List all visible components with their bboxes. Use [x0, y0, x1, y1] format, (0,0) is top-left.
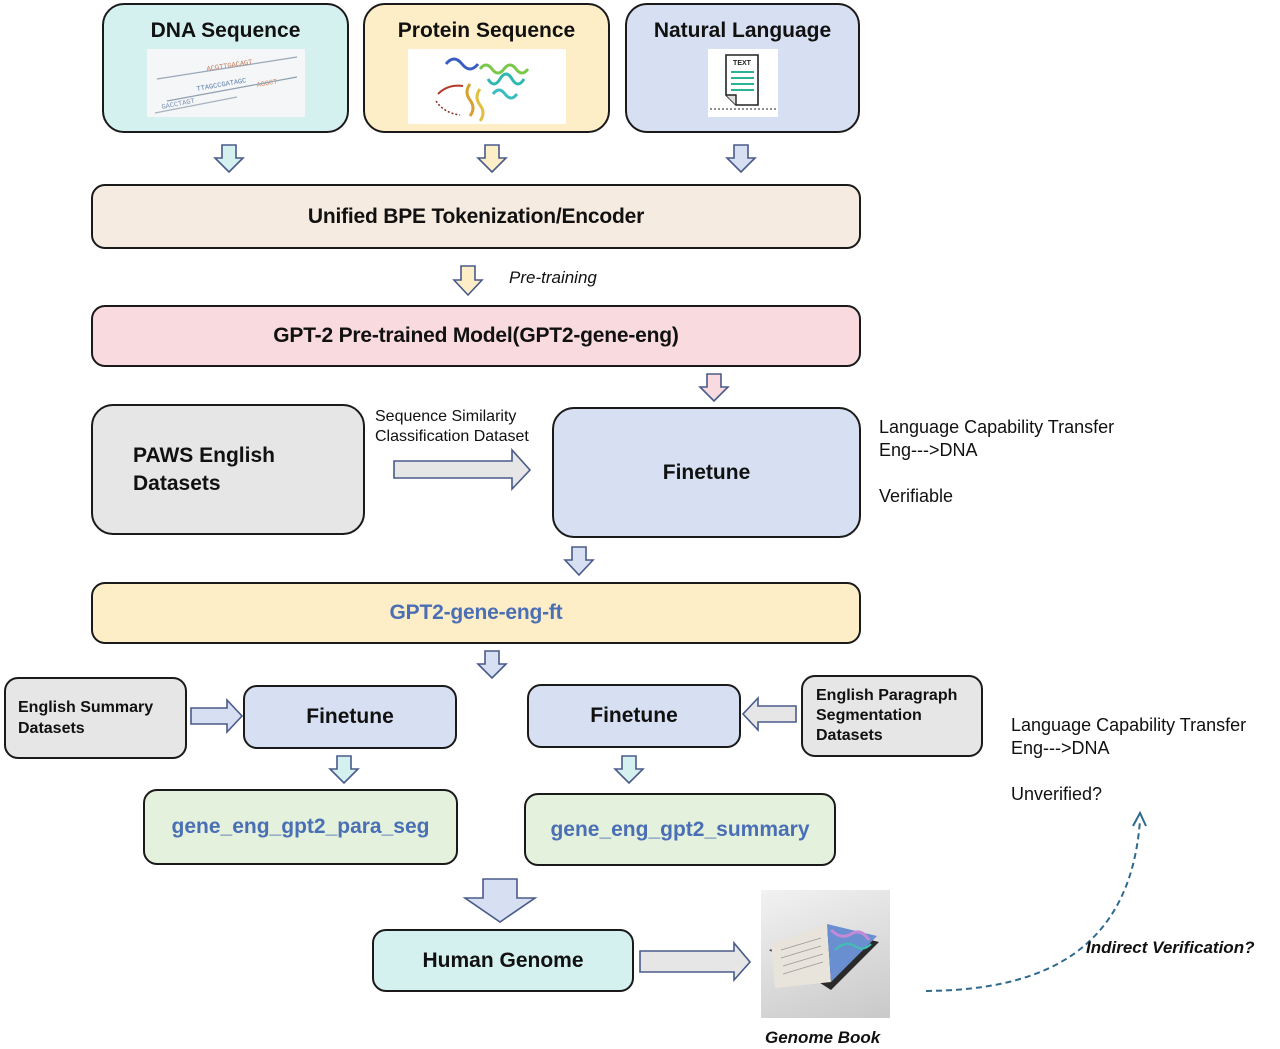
natural-language-box: Natural Language TEXT	[625, 3, 860, 133]
para-datasets-line2: Segmentation	[816, 707, 922, 724]
similarity-dataset-label: Sequence Similarity Classification Datas…	[375, 407, 529, 447]
dna-sequence-image: ACGTTGACAGT TTAGCCGATAGC GACCTAGT AGGCT	[146, 49, 305, 117]
transfer-unverified-note: Language Capability Transfer Eng--->DNA …	[1011, 714, 1246, 806]
dna-sequence-box: DNA Sequence ACGTTGACAGT TTAGCCGATAGC GA…	[102, 3, 349, 133]
arrow-pretraining-down	[452, 265, 484, 297]
finetune-main-label: Finetune	[662, 460, 751, 484]
pretraining-label: Pre-training	[509, 268, 597, 287]
natural-language-label: Natural Language	[653, 19, 832, 42]
para-seg-model-label: gene_eng_gpt2_para_seg	[171, 815, 430, 838]
genome-book-image	[761, 890, 890, 1018]
arrow-natural-down	[725, 144, 757, 174]
protein-sequence-box: Protein Sequence	[363, 3, 610, 133]
pretrained-model-label: GPT-2 Pre-trained Model(GPT2-gene-eng)	[273, 324, 679, 347]
arrow-dna-down	[213, 144, 245, 174]
arrow-genome-to-book	[639, 940, 752, 983]
text-icon-label: TEXT	[733, 60, 752, 67]
arrow-protein-down	[476, 144, 508, 174]
human-genome-box: Human Genome	[372, 929, 634, 992]
svg-text:ACGTTGACAGT: ACGTTGACAGT	[206, 59, 253, 74]
similarity-label-line1: Sequence Similarity	[375, 408, 517, 425]
svg-text:GACCTAGT: GACCTAGT	[161, 98, 196, 112]
transfer-verified-line2: Eng--->DNA	[879, 440, 978, 460]
transfer-verified-line1: Language Capability Transfer	[879, 417, 1115, 437]
arrow-summary-to-finetune	[190, 697, 244, 735]
arrow-para-to-finetune	[741, 695, 797, 733]
arrow-finetune-left-down	[328, 755, 360, 785]
transfer-verified-line3: Verifiable	[879, 486, 954, 506]
similarity-label-line2: Classification Dataset	[375, 428, 529, 445]
transfer-unverified-line3: Unverified?	[1011, 784, 1103, 804]
pretrained-model-box: GPT-2 Pre-trained Model(GPT2-gene-eng)	[91, 305, 861, 367]
protein-structure-image	[407, 49, 566, 124]
arrow-ft-down	[476, 650, 508, 680]
arrow-pretrained-to-finetune	[698, 373, 730, 403]
summary-datasets-line1: English Summary	[18, 699, 154, 716]
finetune-left-box: Finetune	[243, 685, 457, 749]
paws-datasets-box: PAWS English Datasets	[91, 404, 365, 535]
transfer-verified-note: Language Capability Transfer Eng--->DNA …	[879, 416, 1114, 508]
summary-model-box: gene_eng_gpt2_summary	[524, 793, 836, 866]
ft-model-box: GPT2-gene-eng-ft	[91, 582, 861, 644]
protein-sequence-label: Protein Sequence	[397, 19, 576, 42]
para-datasets-line1: English Paragraph	[816, 687, 958, 704]
human-genome-label: Human Genome	[422, 948, 584, 972]
genome-book-label: Genome Book	[765, 1028, 881, 1047]
arrow-finetune-right-down	[613, 755, 645, 785]
tokenizer-label: Unified BPE Tokenization/Encoder	[307, 204, 645, 228]
svg-text:AGGCT: AGGCT	[256, 78, 278, 90]
finetune-right-box: Finetune	[527, 684, 741, 748]
arrow-models-to-genome	[462, 878, 538, 923]
summary-datasets-line2: Datasets	[18, 720, 85, 737]
ft-model-label: GPT2-gene-eng-ft	[389, 601, 563, 624]
para-datasets-box: English Paragraph Segmentation Datasets	[801, 675, 983, 757]
tokenizer-box: Unified BPE Tokenization/Encoder	[91, 184, 861, 249]
text-document-icon: TEXT	[707, 49, 778, 117]
finetune-left-label: Finetune	[306, 705, 394, 728]
paws-label-line1: PAWS English	[133, 443, 275, 467]
finetune-main-box: Finetune	[552, 407, 861, 538]
transfer-unverified-line2: Eng--->DNA	[1011, 738, 1110, 758]
para-seg-model-box: gene_eng_gpt2_para_seg	[143, 789, 458, 865]
transfer-unverified-line1: Language Capability Transfer	[1011, 715, 1247, 735]
indirect-verification-label: Indirect Verification?	[1086, 938, 1255, 957]
summary-datasets-box: English Summary Datasets	[4, 677, 187, 759]
dna-sequence-label: DNA Sequence	[150, 19, 301, 42]
finetune-right-label: Finetune	[590, 704, 678, 727]
indirect-verification-arrowhead	[1132, 810, 1147, 827]
indirect-verification-curve	[925, 819, 1141, 992]
arrow-finetune-to-ft	[563, 546, 595, 577]
arrow-paws-to-finetune	[393, 447, 532, 492]
para-datasets-line3: Datasets	[816, 727, 883, 744]
paws-label-line2: Datasets	[133, 471, 221, 495]
summary-model-label: gene_eng_gpt2_summary	[550, 817, 810, 841]
